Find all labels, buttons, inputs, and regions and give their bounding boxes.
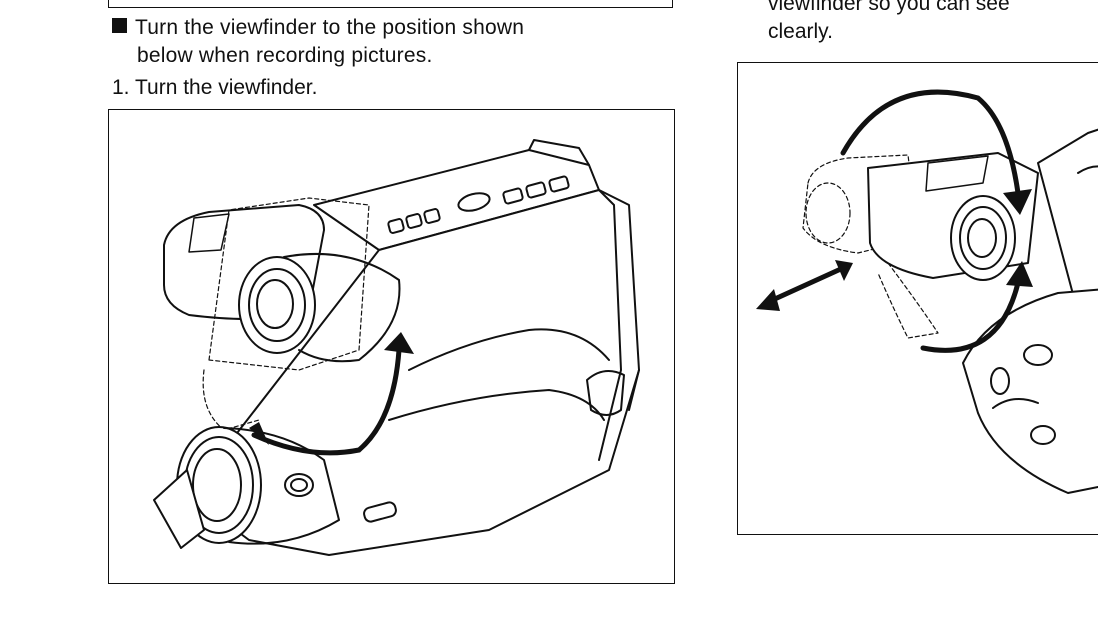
camcorder-figure-left bbox=[108, 109, 675, 584]
step-1-text: 1. Turn the viewfinder. bbox=[112, 76, 318, 99]
camcorder-figure-right bbox=[737, 62, 1098, 535]
camcorder-with-rotate-arrow-icon bbox=[153, 139, 640, 556]
bullet-text-line2: below when recording pictures. bbox=[137, 44, 433, 67]
viewfinder-adjust-arrows-icon bbox=[756, 89, 1098, 494]
right-column-text: viewfinder so you can see clearly. bbox=[768, 0, 1098, 46]
instruction-bullet: Turn the viewfinder to the position show… bbox=[112, 14, 682, 70]
bullet-text-line1: Turn the viewfinder to the position show… bbox=[135, 16, 525, 39]
right-text-line1: viewfinder so you can see bbox=[768, 0, 1010, 15]
right-text-line2: clearly. bbox=[768, 20, 833, 43]
top-box-edge bbox=[108, 0, 673, 8]
square-bullet-icon bbox=[112, 18, 127, 33]
